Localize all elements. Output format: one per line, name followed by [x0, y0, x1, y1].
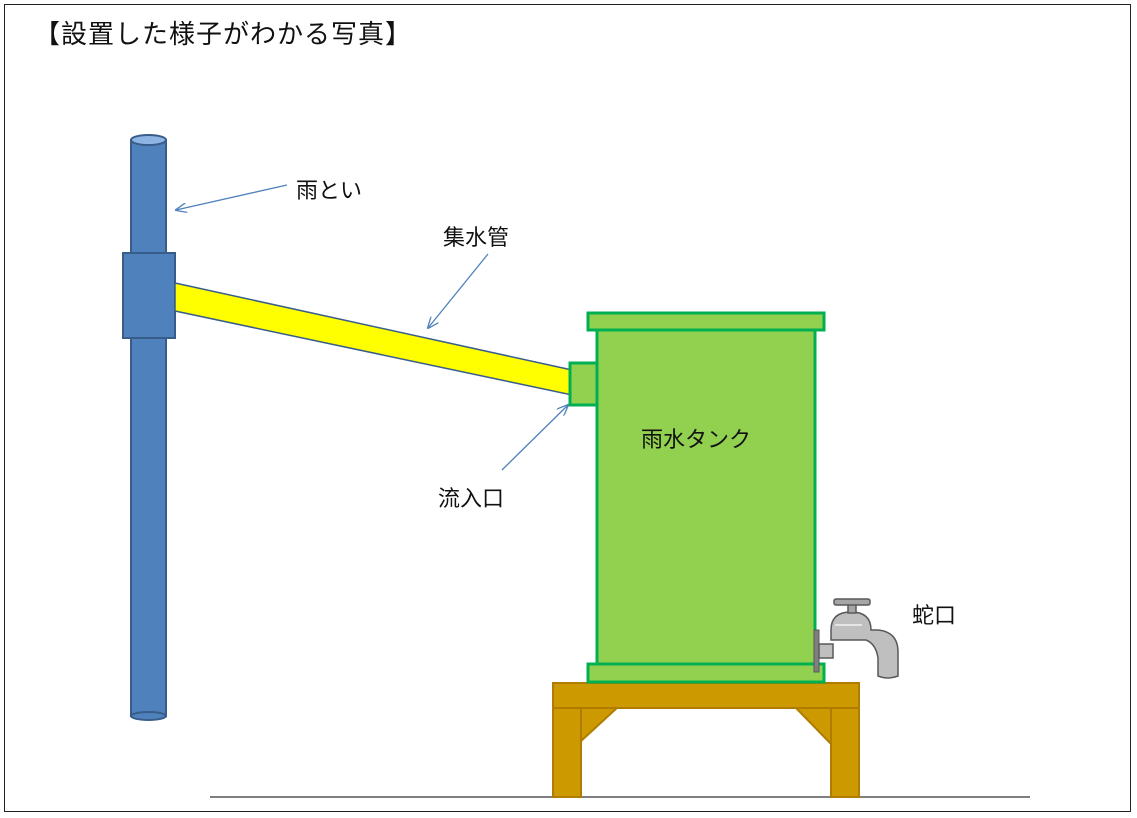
- figure-frame: [4, 4, 1131, 812]
- tank-label: 雨水タンク: [641, 428, 752, 453]
- tank-base: [586, 662, 826, 684]
- tank-stand: [552, 682, 860, 798]
- downspout-label: 雨とい: [296, 179, 363, 204]
- inlet-callout-arrow: [501, 405, 568, 471]
- faucet-label: 蛇口: [912, 604, 957, 629]
- downspout-coupler: [122, 252, 176, 339]
- downspout: [122, 134, 176, 721]
- tank-lid: [586, 311, 826, 332]
- collection-pipe: [174, 282, 573, 396]
- inlet-label: 流入口: [438, 487, 505, 512]
- faucet-icon: [813, 598, 899, 679]
- tank-inlet: [568, 361, 599, 407]
- collection-pipe-callout-arrow: [428, 253, 489, 328]
- collection-pipe-label: 集水管: [443, 226, 510, 251]
- figure-title: 【設置した様子がわかる写真】: [34, 20, 413, 50]
- rainwater-tank: [568, 311, 826, 684]
- downspout-callout-arrow: [176, 184, 288, 210]
